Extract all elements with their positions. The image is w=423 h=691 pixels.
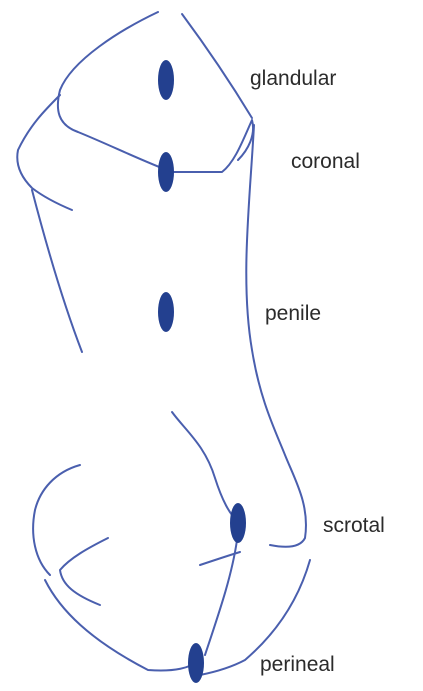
glans-right-edge [182, 14, 252, 118]
meatus-marker-perineal [188, 643, 204, 683]
label-scrotal: scrotal [323, 514, 385, 537]
shaft-left-edge [32, 190, 82, 352]
glans-outline [58, 12, 172, 172]
corona-line [172, 120, 253, 172]
meatus-marker-penile [158, 292, 174, 332]
label-penile: penile [265, 302, 321, 325]
meatus-marker-scrotal [230, 503, 246, 543]
meatus-markers [158, 60, 246, 683]
label-glandular: glandular [250, 67, 336, 90]
scrotal-raphe [172, 412, 237, 520]
label-coronal: coronal [291, 150, 360, 173]
label-perineal: perineal [260, 653, 335, 676]
shaft-right-edge [246, 125, 306, 547]
corona-left-fold [17, 95, 72, 210]
meatus-marker-coronal [158, 152, 174, 192]
scrotum-bottom [45, 580, 200, 671]
meatus-marker-glandular [158, 60, 174, 100]
scrotum-inner-fold [60, 538, 108, 605]
location-labels: glandular coronal penile scrotal perinea… [250, 67, 385, 676]
anatomy-outline [17, 12, 310, 675]
